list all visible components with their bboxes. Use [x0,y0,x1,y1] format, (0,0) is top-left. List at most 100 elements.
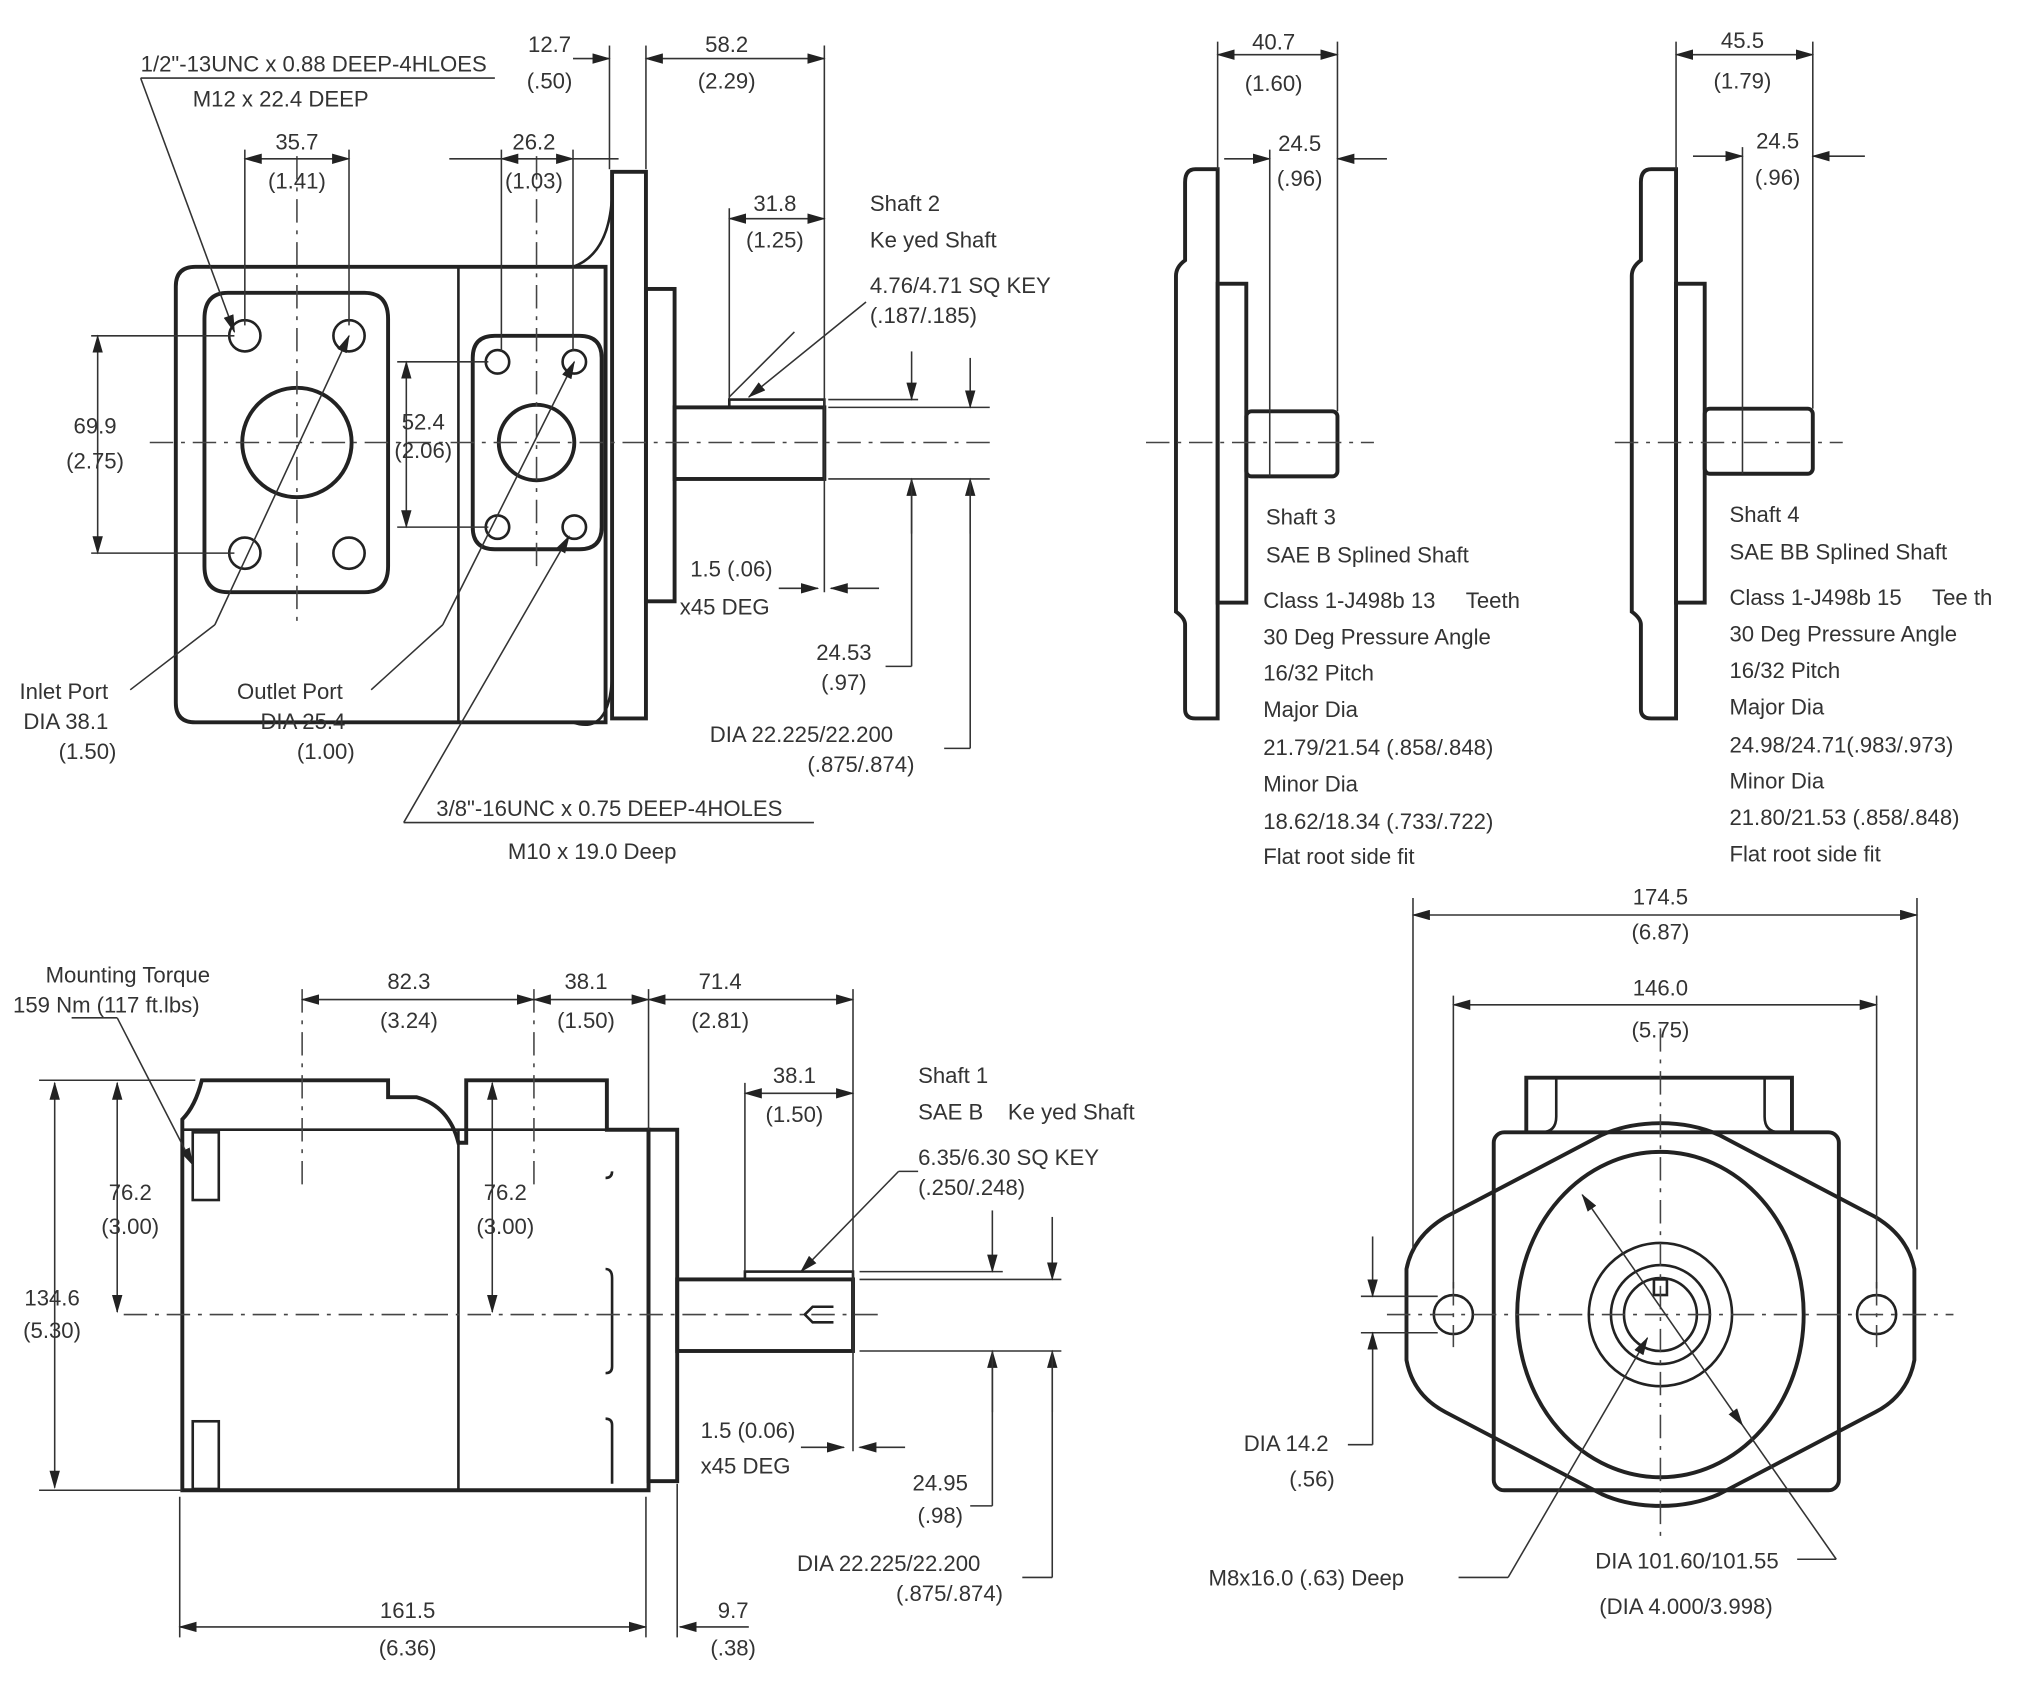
top-port-boss [1524,1075,1794,1133]
dim-label: 38.1 [773,1063,816,1088]
spec-line: Major Dia [1263,697,1358,722]
inlet-port-dia-in: (1.50) [59,739,117,764]
dim-label: 9.7 [718,1598,749,1623]
dim-label: (.50) [527,69,573,94]
dim-label: (2.81) [691,1008,749,1033]
top-view: 1/2"-13UNC x 0.88 DEEP-4HLOES M12 x 22.4… [20,32,1051,864]
dim-label: 69.9 [74,413,117,438]
bolt-hole [561,514,588,541]
torque-value: 159 Nm (117 ft.lbs) [13,993,200,1018]
dim-label: 134.6 [24,1285,79,1310]
dim-label: (3.00) [476,1214,534,1239]
dim-label: (2.75) [66,449,124,474]
spec-line: 21.79/21.54 (.858/.848) [1263,735,1493,760]
hole-dia-in: (.56) [1289,1466,1335,1491]
dim-label: 12.7 [528,32,571,57]
thread-callout-2: 3/8"-16UNC x 0.75 DEEP-4HOLES [436,796,782,821]
inlet-port-flange [202,290,391,595]
bolt-hole [484,348,511,375]
shaft-4-view: 45.5 (1.79) 24.5 (.96) Shaft 4 SAE BB Sp… [1614,28,1992,867]
body-outline [180,1078,651,1493]
spec-line: Major Dia [1729,695,1824,720]
shaft-1-key: 6.35/6.30 SQ KEY [918,1145,1099,1170]
pilot-dia-in: (DIA 4.000/3.998) [1599,1594,1772,1619]
spec-line: Shaft 3 [1266,505,1336,530]
dim-label: 38.1 [564,969,607,994]
spec-line: Minor Dia [1263,771,1358,796]
shaft-dia: DIA 22.225/22.200 [710,722,893,747]
dim-label: (.38) [710,1636,756,1661]
dim-label: 26.2 [512,130,555,155]
spec-line: Shaft 4 [1729,502,1799,527]
shaft-2-title: Shaft 2 [870,191,940,216]
dim-label: (3.00) [101,1214,159,1239]
chamfer-angle: x45 DEG [701,1453,791,1478]
thread-callout-2-metric: M10 x 19.0 Deep [508,839,677,864]
chamfer-label: 1.5 (.06) [690,557,772,582]
spec-line: Minor Dia [1729,769,1824,794]
dim-label: 76.2 [109,1180,152,1205]
mounting-flange [610,169,648,721]
flange-profile [1174,167,1220,721]
spec-line: Class 1-J498b 15 Tee th [1729,585,1992,610]
spec-line: 30 Deg Pressure Angle [1729,622,1957,647]
shaft-2-key: 4.76/4.71 SQ KEY [870,273,1051,298]
flange-profile [1629,167,1679,721]
shaft-dia: DIA 22.225/22.200 [797,1551,980,1576]
dim-label: 146.0 [1633,976,1688,1001]
bolt-hole [332,536,366,571]
shaft-1-type: SAE B Ke yed Shaft [918,1099,1135,1124]
bolt-head [191,1419,221,1491]
splined-shaft [1702,406,1815,476]
dim-label: (1.79) [1714,69,1772,94]
dim-label: 24.5 [1756,128,1799,153]
torque-label: Mounting Torque [46,963,210,988]
dim-label: 24.95 [913,1470,968,1495]
chamfer-label: 1.5 (0.06) [701,1418,796,1443]
spec-line: Flat root side fit [1263,844,1414,869]
spec-line: 18.62/18.34 (.733/.722) [1263,809,1493,834]
center-tap [802,1305,834,1324]
spec-line: 24.98/24.71(.983/.973) [1729,732,1953,757]
shaft-3-spec: Shaft 3 SAE B Splined Shaft Class 1-J498… [1263,505,1520,870]
outlet-port-dia: DIA 25.4 [260,709,345,734]
dim-label: 76.2 [484,1180,527,1205]
dim-label: 71.4 [699,969,742,994]
splined-shaft [1244,409,1340,479]
bolt-hole [484,514,511,541]
dim-label: (.98) [918,1503,964,1528]
body-housing [1491,1130,1841,1493]
dim-label: (.96) [1755,165,1801,190]
shaft-1-key-in: (.250/.248) [918,1175,1025,1200]
front-view: 174.5 (6.87) 146.0 (5.75) DIA 14.2 (.56)… [1209,885,1954,1619]
spec-line: SAE BB Splined Shaft [1729,540,1947,565]
dim-label: (2.06) [394,438,452,463]
shaft-3-view: 40.7 (1.60) 24.5 (.96) Shaft 3 SAE B Spl… [1146,29,1520,869]
spec-line: SAE B Splined Shaft [1266,542,1469,567]
dim-label: (1.50) [765,1102,823,1127]
dim-label: (5.75) [1632,1017,1690,1042]
spec-line: 30 Deg Pressure Angle [1263,624,1491,649]
shaft-1-key [743,1270,855,1281]
inlet-port-dia: DIA 38.1 [23,709,108,734]
bolt-head [191,1131,221,1202]
pilot [643,286,677,604]
shaft-4-spec: Shaft 4 SAE BB Splined Shaft Class 1-J49… [1729,502,1992,867]
dim-label: (1.25) [746,227,804,252]
dim-label: (6.87) [1632,920,1690,945]
dim-label: 31.8 [753,191,796,216]
outlet-port-dia-in: (1.00) [297,739,355,764]
chamfer-angle: x45 DEG [680,594,770,619]
dim-label: (.97) [821,670,867,695]
dim-label: 35.7 [275,130,318,155]
spec-line: Flat root side fit [1729,842,1880,867]
inlet-port-label: Inlet Port [20,679,109,704]
outlet-port-flange [470,333,604,552]
thread-callout-1: 1/2"-13UNC x 0.88 DEEP-4HLOES [141,52,487,77]
spec-line: Class 1-J498b 13 Teeth [1263,588,1520,613]
dim-label: (1.03) [505,169,563,194]
spec-line: 21.80/21.53 (.858/.848) [1729,805,1959,830]
body-outline [173,264,608,725]
mounting-flange [646,1127,680,1484]
